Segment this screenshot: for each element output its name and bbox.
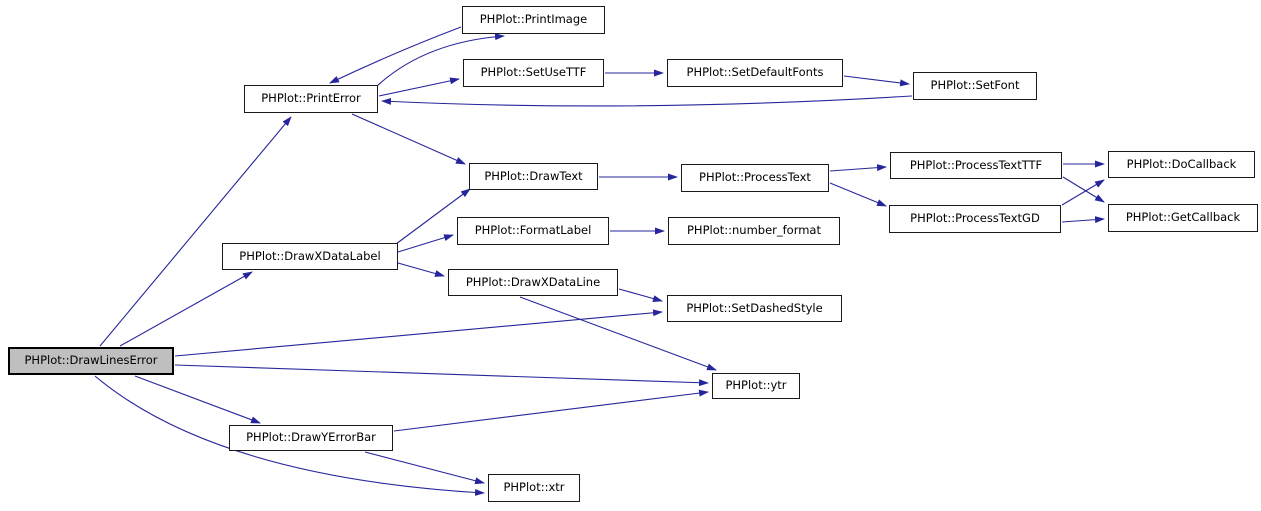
node-label: PHPlot::xtr <box>503 480 565 495</box>
node-label: PHPlot::DrawYErrorBar <box>246 430 376 445</box>
edge-draw_x_data_line-to-set_dashed_style <box>618 288 663 302</box>
node-xtr[interactable]: PHPlot::xtr <box>488 474 580 502</box>
edge-draw_x_data_label-to-draw_text <box>395 188 471 245</box>
node-label: PHPlot::SetFont <box>930 78 1020 93</box>
edge-draw_y_error_bar-to-ytr <box>393 389 709 432</box>
node-set_font[interactable]: PHPlot::SetFont <box>913 72 1037 100</box>
node-number_format[interactable]: PHPlot::number_format <box>668 217 840 245</box>
node-print_image[interactable]: PHPlot::PrintImage <box>462 6 605 34</box>
edge-process_text_gd-to-do_callback <box>1061 179 1105 206</box>
node-label: PHPlot::PrintImage <box>479 12 588 27</box>
node-get_callback[interactable]: PHPlot::GetCallback <box>1108 204 1258 232</box>
node-ytr[interactable]: PHPlot::ytr <box>712 373 800 399</box>
edge-process_text-to-process_text_ttf <box>829 164 887 172</box>
node-format_label[interactable]: PHPlot::FormatLabel <box>457 217 609 245</box>
node-label: PHPlot::GetCallback <box>1125 210 1241 225</box>
edge-draw_lines_error-to-print_error <box>99 116 292 347</box>
node-label: PHPlot::SetUseTTF <box>480 65 587 80</box>
node-label: PHPlot::DrawText <box>484 168 583 183</box>
node-label: PHPlot::ytr <box>725 378 787 393</box>
edge-print_error-to-print_image <box>376 33 505 87</box>
node-draw_text[interactable]: PHPlot::DrawText <box>469 163 598 190</box>
node-process_text_gd[interactable]: PHPlot::ProcessTextGD <box>889 205 1061 233</box>
edge-draw_lines_error-to-ytr <box>174 364 709 387</box>
edge-print_error-to-draw_text <box>351 113 466 165</box>
node-label: PHPlot::number_format <box>686 223 821 238</box>
edge-draw_y_error_bar-to-xtr <box>364 451 485 485</box>
edge-print_image-to-print_error <box>329 26 462 84</box>
edge-draw_lines_error-to-draw_x_data_label <box>119 271 253 347</box>
edge-set_font-to-print_error <box>381 95 913 107</box>
edge-draw_lines_error-to-xtr <box>94 375 485 496</box>
node-set_dashed_style[interactable]: PHPlot::SetDashedStyle <box>667 295 842 322</box>
node-label: PHPlot::SetDefaultFonts <box>686 65 824 80</box>
node-label: PHPlot::DrawXDataLine <box>465 274 601 289</box>
node-process_text_ttf[interactable]: PHPlot::ProcessTextTTF <box>890 152 1062 179</box>
node-process_text[interactable]: PHPlot::ProcessText <box>681 164 829 192</box>
node-label: PHPlot::ProcessText <box>699 170 811 185</box>
node-set_default_fonts[interactable]: PHPlot::SetDefaultFonts <box>667 59 843 87</box>
edge-process_text_gd-to-get_callback <box>1061 216 1105 224</box>
edge-draw_lines_error-to-set_dashed_style <box>174 309 663 357</box>
node-label: PHPlot::FormatLabel <box>474 223 592 238</box>
node-draw_lines_error: PHPlot::DrawLinesError <box>8 347 174 375</box>
node-label: PHPlot::ProcessTextTTF <box>909 157 1043 172</box>
edge-draw_x_data_line-to-ytr <box>519 296 717 371</box>
node-label: PHPlot::ProcessTextGD <box>910 211 1040 226</box>
edge-draw_x_data_label-to-format_label <box>397 234 454 253</box>
node-label: PHPlot::PrintError <box>261 91 361 106</box>
edge-process_text-to-process_text_gd <box>829 182 887 207</box>
node-label: PHPlot::DrawLinesError <box>24 353 158 368</box>
node-label: PHPlot::DoCallback <box>1126 156 1237 171</box>
node-print_error[interactable]: PHPlot::PrintError <box>244 85 378 113</box>
edge-print_error-to-set_use_ttf <box>378 77 460 97</box>
node-draw_y_error_bar[interactable]: PHPlot::DrawYErrorBar <box>229 425 393 451</box>
node-set_use_ttf[interactable]: PHPlot::SetUseTTF <box>463 59 604 87</box>
node-draw_x_data_line[interactable]: PHPlot::DrawXDataLine <box>448 269 618 296</box>
node-do_callback[interactable]: PHPlot::DoCallback <box>1108 151 1255 178</box>
node-label: PHPlot::SetDashedStyle <box>686 300 823 315</box>
edge-process_text_ttf-to-get_callback <box>1062 176 1105 203</box>
edge-draw_x_data_label-to-draw_x_data_line <box>397 262 445 277</box>
edge-set_default_fonts-to-set_font <box>843 75 910 87</box>
edge-draw_lines_error-to-draw_y_error_bar <box>134 375 261 424</box>
node-draw_x_data_label[interactable]: PHPlot::DrawXDataLabel <box>222 243 398 270</box>
node-label: PHPlot::DrawXDataLabel <box>239 248 381 263</box>
